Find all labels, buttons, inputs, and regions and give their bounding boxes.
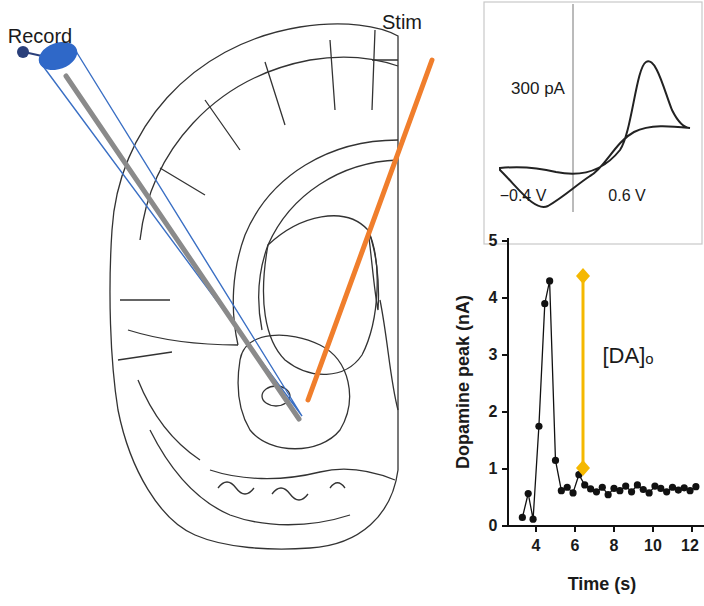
data-line: [522, 281, 696, 519]
data-point: [581, 481, 588, 488]
data-point: [616, 487, 623, 494]
potential-label: −0.4 V: [500, 188, 547, 204]
tick-label: 12: [681, 538, 699, 554]
measure-label: [DA]ₒ: [602, 345, 653, 367]
tick-label: 2: [489, 404, 498, 420]
data-point: [605, 491, 612, 498]
data-point: [529, 516, 536, 523]
tick-label: 5: [489, 233, 498, 249]
tick-label: 8: [610, 538, 619, 554]
axis-title: Dopamine peak (nA): [454, 295, 472, 469]
data-point: [628, 488, 635, 495]
electrode-label: Record: [8, 26, 72, 46]
tick-label: 4: [489, 290, 498, 306]
tick-label: 3: [489, 347, 498, 363]
data-point: [564, 484, 571, 491]
data-point: [519, 514, 526, 521]
data-point: [599, 484, 606, 491]
data-point: [634, 481, 641, 488]
tick-label: 0: [489, 518, 498, 534]
tick-label: 4: [532, 538, 541, 554]
tick-label: 10: [644, 538, 662, 554]
electrode-label: Stim: [382, 12, 422, 32]
data-point: [569, 489, 576, 496]
scale-label: 300 pA: [511, 80, 565, 97]
data-point: [546, 277, 553, 284]
data-point: [541, 300, 548, 307]
data-point: [646, 489, 653, 496]
data-series: [519, 277, 700, 522]
axis-title: Time (s): [568, 575, 637, 593]
tick-label: 1: [489, 461, 498, 477]
data-point: [525, 490, 532, 497]
data-point: [692, 483, 699, 490]
data-point: [663, 488, 670, 495]
potential-label: 0.6 V: [608, 188, 645, 204]
tick-label: 6: [571, 538, 580, 554]
data-point: [622, 483, 629, 490]
data-point: [593, 488, 600, 495]
data-point: [552, 457, 559, 464]
data-point: [686, 487, 693, 494]
data-point: [535, 423, 542, 430]
